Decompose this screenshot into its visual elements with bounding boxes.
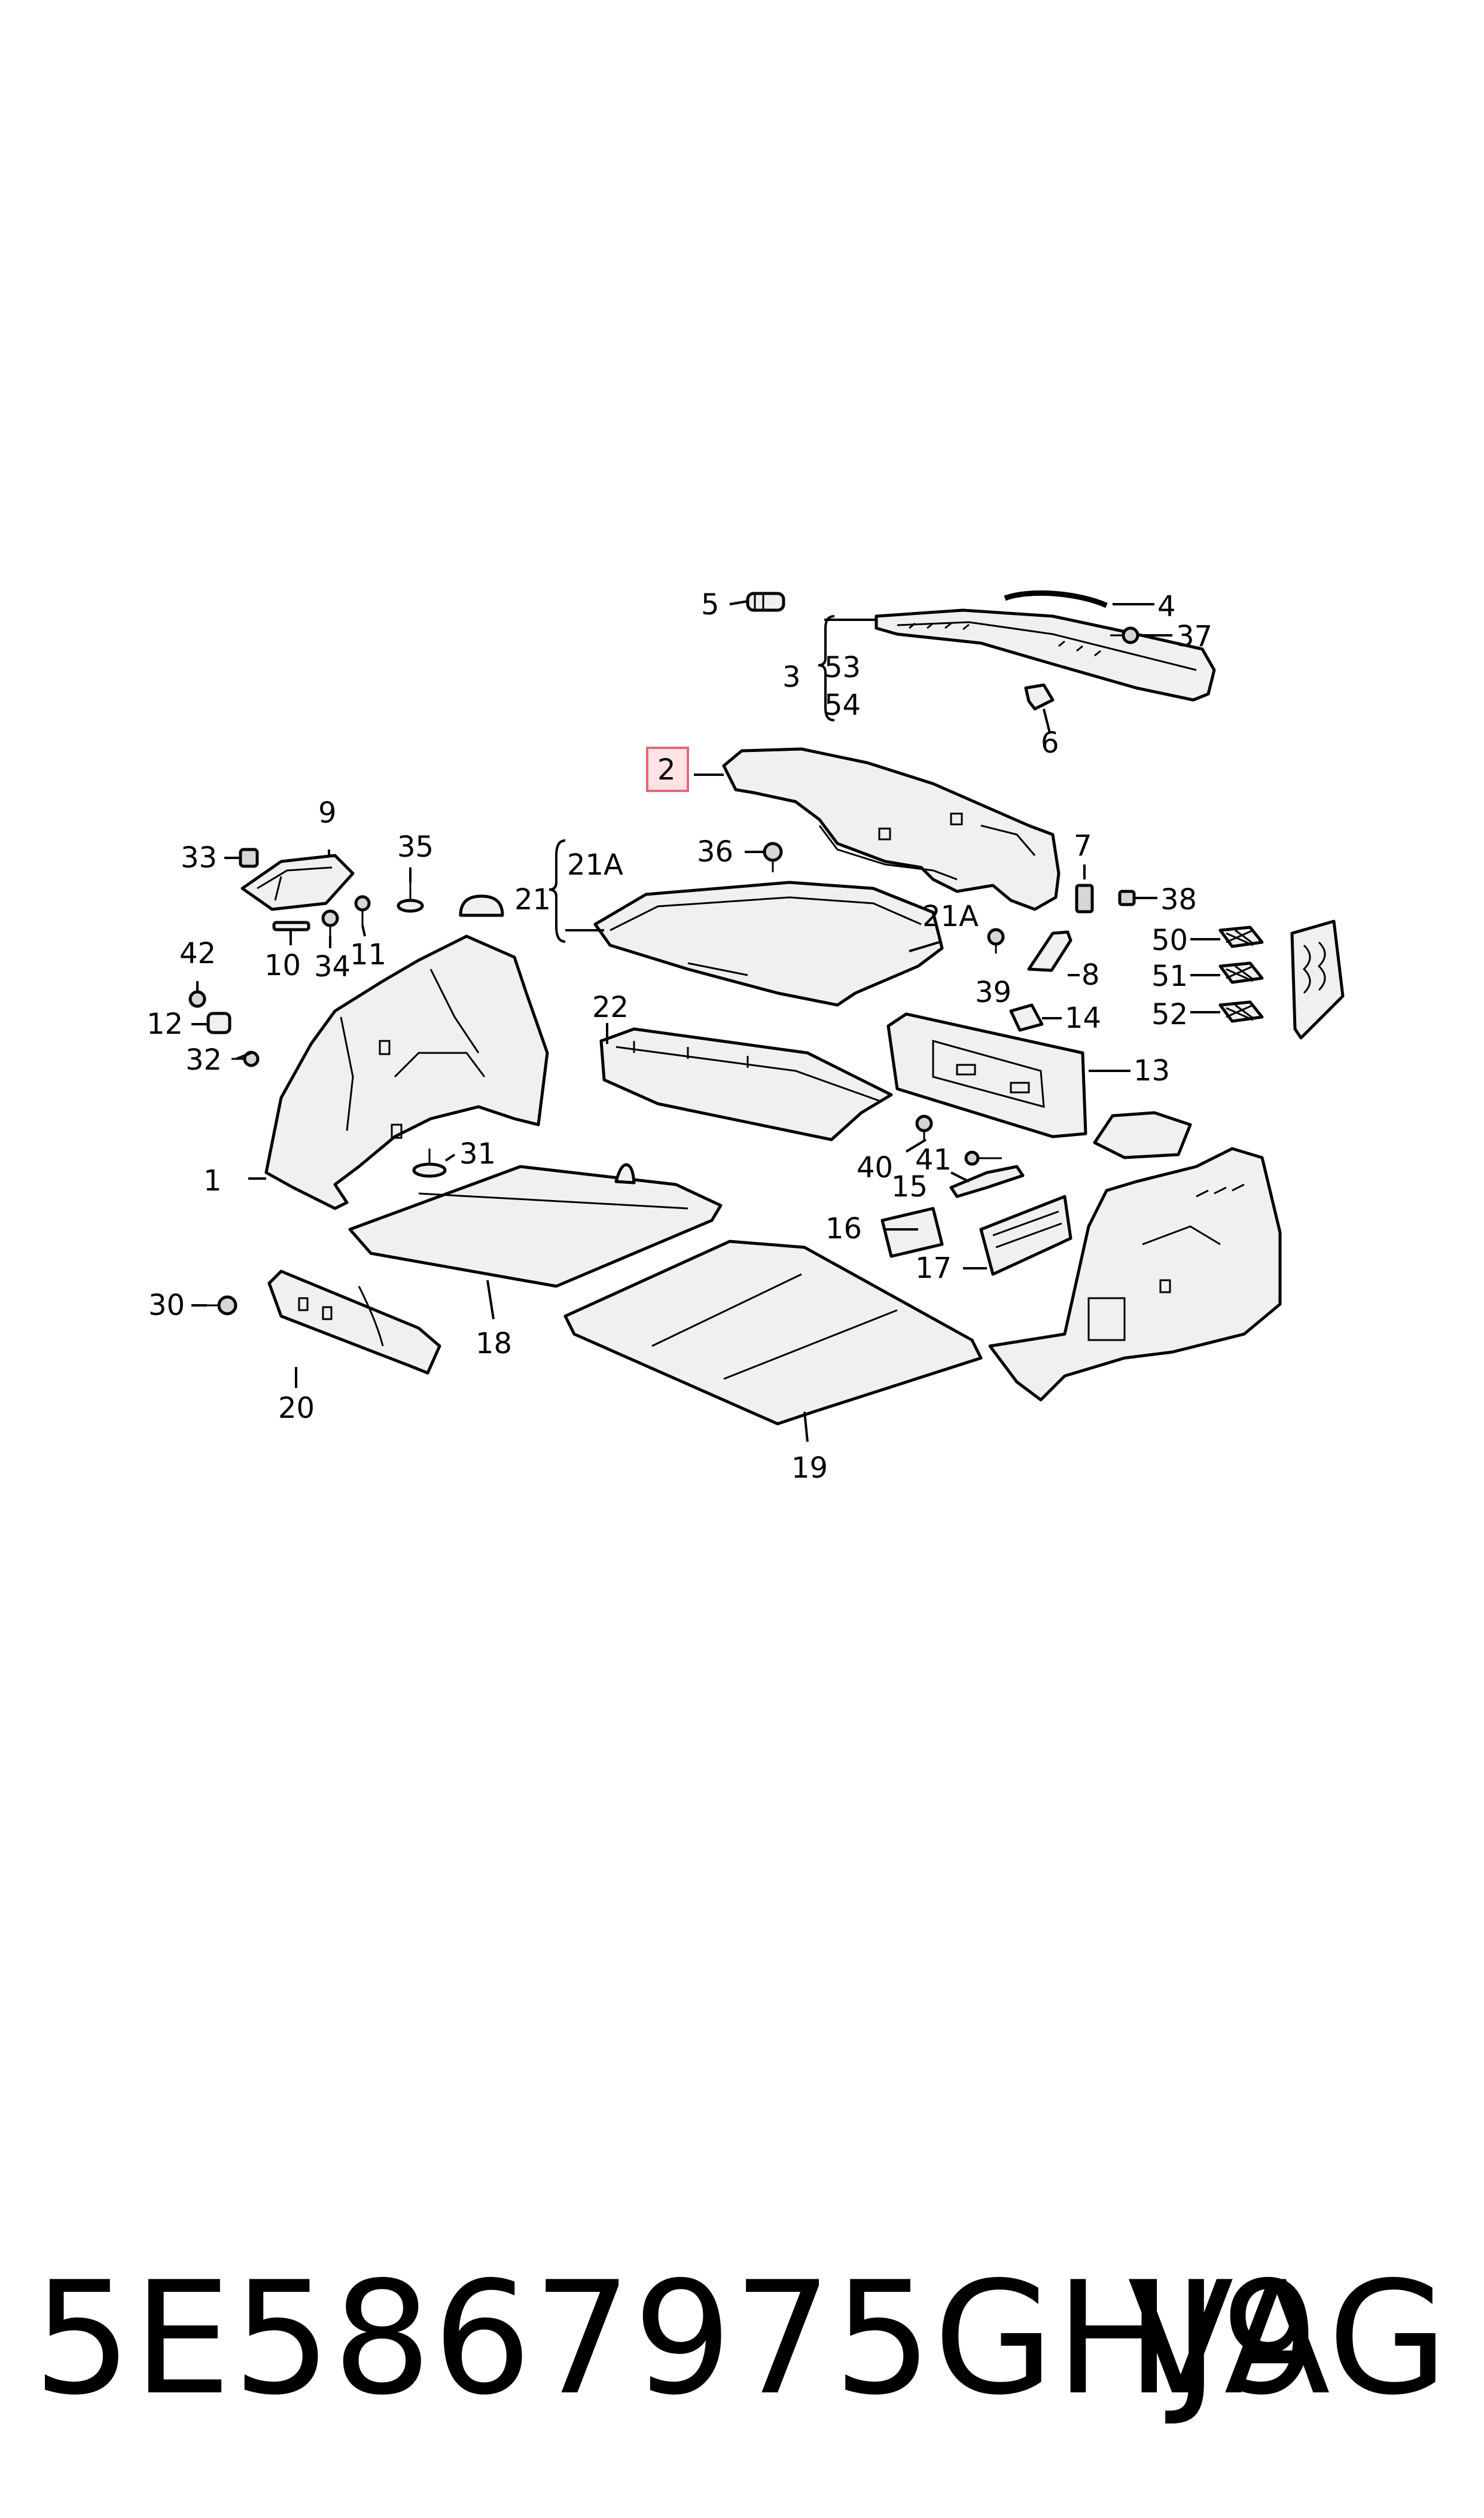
callout-33: 33 bbox=[181, 841, 217, 875]
callout-2-highlight-box bbox=[646, 747, 689, 792]
part-30-clip bbox=[207, 1295, 237, 1316]
part-17-side-box bbox=[979, 1195, 1072, 1276]
callout-30: 30 bbox=[148, 1289, 185, 1322]
callout-2: 2 bbox=[657, 753, 676, 787]
callout-21: 21 bbox=[514, 883, 551, 917]
callout-42: 42 bbox=[179, 937, 216, 970]
part-right-side-trim bbox=[988, 1147, 1282, 1402]
part-6-clip bbox=[1024, 683, 1055, 711]
callout-35: 35 bbox=[397, 830, 434, 864]
callout-7: 7 bbox=[1074, 829, 1092, 863]
callout-15: 15 bbox=[891, 1170, 928, 1204]
callout-39: 39 bbox=[975, 976, 1011, 1009]
callout-19: 19 bbox=[791, 1451, 828, 1485]
part-13-luggage-trim bbox=[886, 1012, 1087, 1138]
part-40-screw bbox=[915, 1115, 933, 1140]
callout-32: 32 bbox=[185, 1043, 222, 1077]
callout-4: 4 bbox=[1157, 590, 1176, 623]
callout-10: 10 bbox=[264, 949, 301, 982]
part-41-bolt bbox=[964, 1150, 1002, 1166]
part-9-storage-box bbox=[240, 854, 355, 911]
part-36-screw bbox=[763, 842, 783, 872]
callout-22: 22 bbox=[592, 991, 629, 1024]
part-11-screw bbox=[354, 895, 371, 925]
callout-31: 31 bbox=[459, 1137, 496, 1171]
part-14-cover bbox=[1009, 1003, 1044, 1032]
part-4-seal-strip bbox=[1004, 590, 1108, 608]
callout-18: 18 bbox=[476, 1327, 512, 1360]
part-34-screw bbox=[321, 909, 339, 936]
part-18-floor-covering bbox=[348, 1165, 723, 1288]
callout-38: 38 bbox=[1160, 883, 1197, 917]
callout-51: 51 bbox=[1151, 960, 1188, 993]
part-number: 5E5867975GHJ9 bbox=[33, 2249, 1321, 2429]
part-16-cover bbox=[880, 1207, 944, 1258]
part-15-bracket bbox=[949, 1165, 1025, 1198]
brand-label: VAG bbox=[1128, 2249, 1448, 2429]
part-cap bbox=[459, 894, 504, 917]
part-bracket-right bbox=[1093, 1111, 1192, 1159]
part-42-clip bbox=[188, 990, 206, 1008]
part-51-grille bbox=[1218, 961, 1264, 984]
part-2-upper-trim-panel bbox=[722, 747, 1061, 911]
leader-lines bbox=[191, 600, 1220, 1442]
callout-16: 16 bbox=[825, 1212, 862, 1246]
callout-54: 54 bbox=[824, 689, 861, 722]
callout-6: 6 bbox=[1041, 726, 1059, 760]
part-10-rod bbox=[272, 921, 310, 931]
part-20-cross-member bbox=[267, 1269, 441, 1375]
callout-5: 5 bbox=[701, 588, 720, 622]
part-21-parcel-shelf bbox=[593, 881, 944, 1007]
part-37-screw bbox=[1110, 626, 1139, 644]
callout-13: 13 bbox=[1133, 1054, 1170, 1088]
part-speaker-cover bbox=[1290, 919, 1345, 1040]
part-35-plug bbox=[397, 882, 424, 913]
callout-11: 11 bbox=[350, 938, 386, 972]
callout-14: 14 bbox=[1065, 1001, 1101, 1035]
callout-3: 3 bbox=[782, 660, 801, 694]
callout-36: 36 bbox=[697, 835, 733, 869]
callout-40: 40 bbox=[857, 1151, 893, 1185]
callout-12: 12 bbox=[147, 1007, 183, 1041]
callout-34: 34 bbox=[314, 950, 351, 984]
part-19-floor-mat bbox=[563, 1240, 983, 1426]
callout-21a-lower: 21A bbox=[922, 900, 979, 933]
part-33-clip bbox=[239, 848, 259, 868]
callout-37: 37 bbox=[1176, 620, 1212, 653]
part-5-pin bbox=[746, 592, 785, 612]
callout-52: 52 bbox=[1151, 998, 1188, 1031]
callout-50: 50 bbox=[1151, 924, 1188, 957]
callout-41: 41 bbox=[915, 1143, 952, 1177]
callout-9: 9 bbox=[318, 796, 337, 830]
part-50-grille bbox=[1218, 925, 1264, 948]
callout-20: 20 bbox=[278, 1392, 315, 1425]
part-39-screw bbox=[987, 928, 1005, 954]
callout-53: 53 bbox=[824, 651, 861, 684]
callout-21a-upper: 21A bbox=[567, 848, 623, 882]
part-8-bracket bbox=[1027, 930, 1072, 972]
part-31-push-clip bbox=[412, 1149, 447, 1178]
part-22-storage-tray bbox=[599, 1027, 893, 1141]
callout-8: 8 bbox=[1081, 958, 1100, 992]
callout-1: 1 bbox=[203, 1164, 222, 1198]
part-52-grille bbox=[1218, 1000, 1264, 1023]
part-1-left-side-trim bbox=[264, 934, 549, 1210]
part-7-clip bbox=[1075, 884, 1094, 914]
part-3-rear-cross-trim bbox=[874, 608, 1216, 702]
part-38-clip bbox=[1118, 890, 1136, 906]
part-12-clip bbox=[206, 1012, 231, 1034]
callout-17: 17 bbox=[915, 1252, 952, 1285]
part-18-pull-loop bbox=[614, 1163, 636, 1185]
